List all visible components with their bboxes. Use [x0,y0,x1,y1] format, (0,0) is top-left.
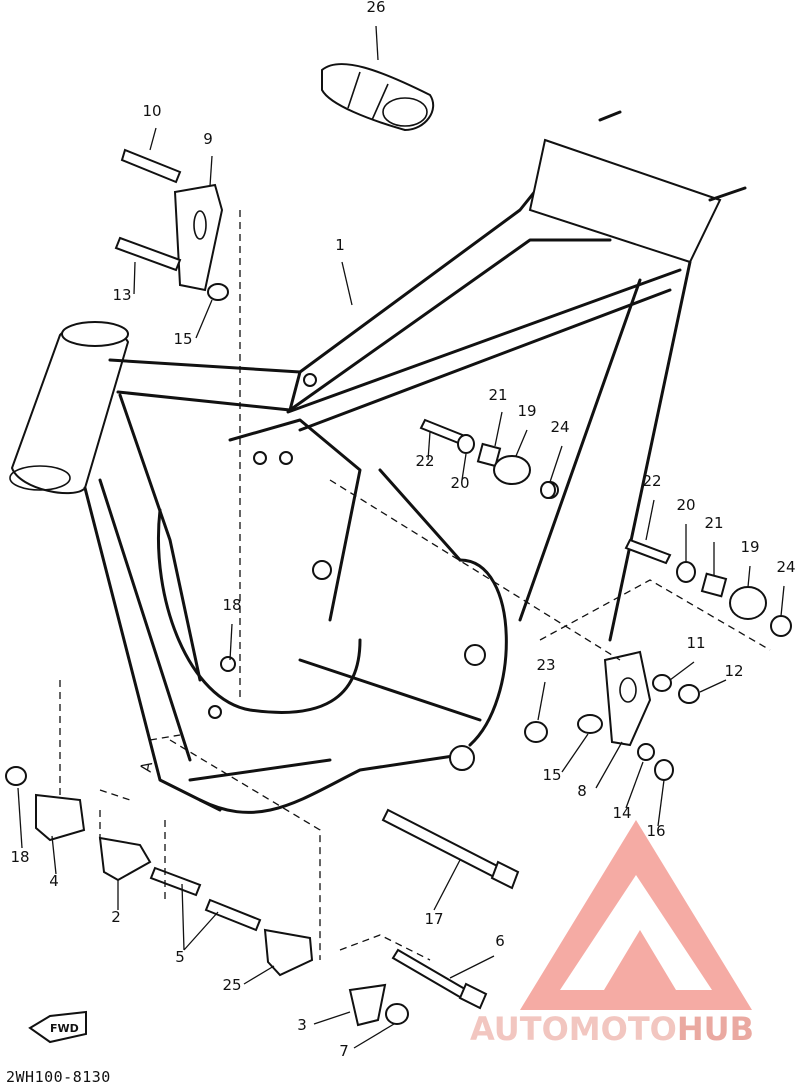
part-number-16: 16 [646,822,665,840]
leader-lines [17,25,785,1049]
logo-brand-text: AUTOMOTOHUB [470,1010,754,1048]
part-number-19: 19 [517,402,536,420]
part-number-19: 19 [740,538,759,556]
part-number-4: 4 [49,872,59,890]
fwd-arrow: FWD [28,1010,87,1044]
part-number-24: 24 [776,558,795,576]
part-number-7: 7 [339,1042,349,1060]
part-number-22: 22 [642,472,661,490]
logo-triangle-inner [560,875,712,990]
brand-part2: HUB [677,1010,754,1048]
part-number-21: 21 [704,514,723,532]
part-number-11: 11 [686,634,705,652]
reference-lines [59,210,771,961]
part-number-24: 24 [550,418,569,436]
part-number-20: 20 [450,474,469,492]
part-number-1: 1 [335,236,345,254]
part-number-6: 6 [495,932,505,950]
seat-bumper-part [321,63,435,132]
part-number-9: 9 [203,130,213,148]
upper-engine-bracket [114,148,229,301]
brand-part1: AUTOMOTO [470,1010,677,1048]
part-number-12: 12 [724,662,743,680]
fwd-label: FWD [50,1022,79,1035]
part-number-23: 23 [536,656,555,674]
part-number-14: 14 [612,804,631,822]
part-number-21: 21 [488,386,507,404]
part-number-2: 2 [111,908,121,926]
part-number-8: 8 [577,782,587,800]
upper-rear-mount-hardware [419,418,556,499]
automotohub-logo: AUTOMOTOHUB [470,820,754,1048]
main-frame [9,110,747,814]
part-number-10: 10 [142,102,161,120]
rear-mount-hardware [624,538,792,637]
lower-engine-bracket [524,650,700,781]
part-number-5: 5 [175,948,185,966]
diagram-code: 2WH100-8130 [6,1068,111,1086]
long-bolts [381,808,520,1010]
part-number-3: 3 [297,1016,307,1034]
part-number-25: 25 [222,976,241,994]
front-lower-hardware [5,766,409,1027]
part-number-17: 17 [424,910,443,928]
part-number-20: 20 [676,496,695,514]
view-a-marker: A [137,734,181,774]
part-number-15: 15 [542,766,561,784]
part-number-13: 13 [112,286,131,304]
part-number-26: 26 [366,0,385,16]
part-number-18: 18 [10,848,29,866]
steering-head [9,321,130,495]
part-number-15: 15 [173,330,192,348]
part-number-22: 22 [415,452,434,470]
part-number-18: 18 [222,596,241,614]
logo-triangle-core [604,930,676,990]
view-label: A [137,760,157,774]
